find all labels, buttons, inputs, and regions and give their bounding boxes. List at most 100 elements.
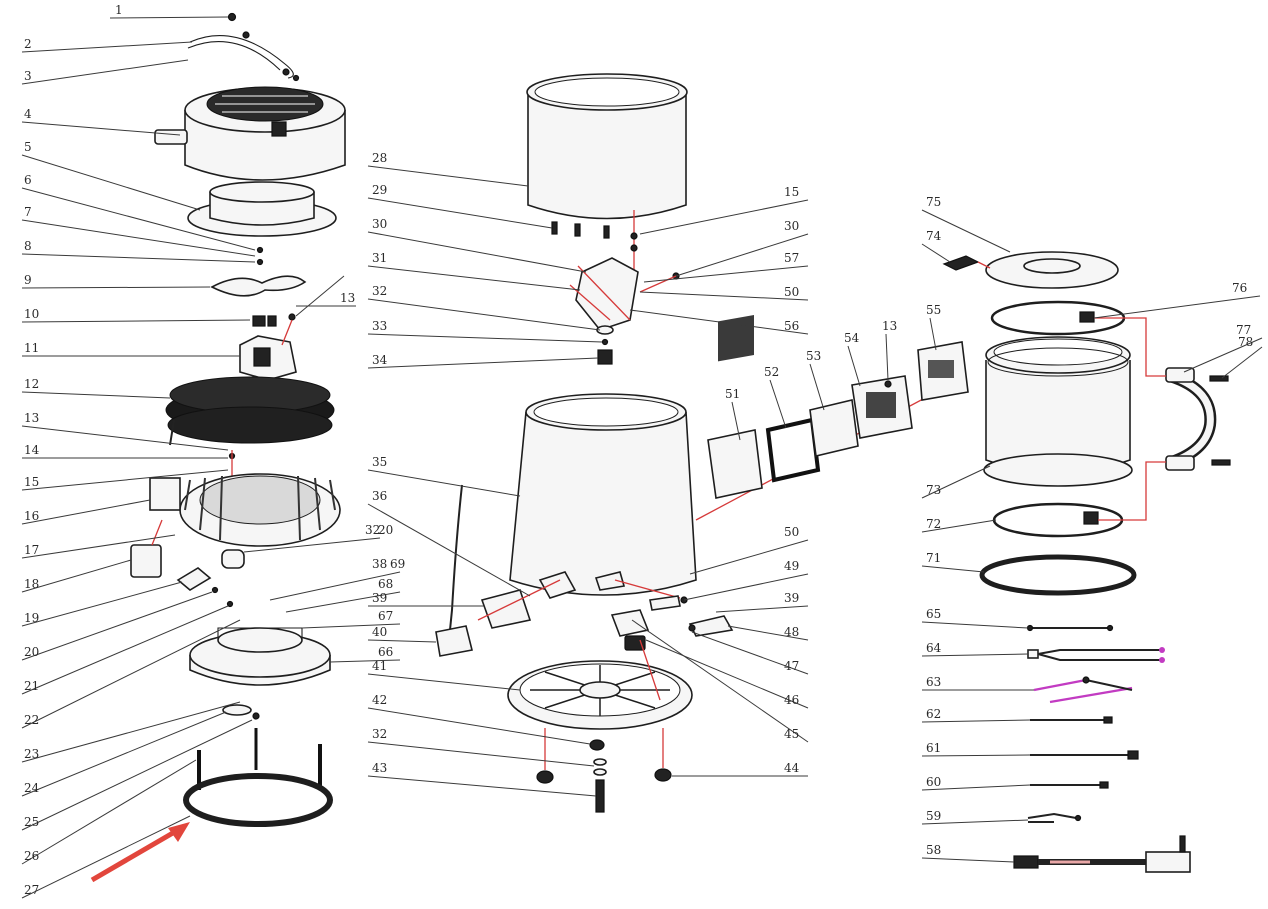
callout-21: 21 (24, 679, 39, 693)
center-labels: 28 29 30 31 32 33 34 35 36 39 40 41 42 3… (367, 151, 603, 797)
part-label-print (928, 360, 954, 378)
part-panel-gasket (765, 417, 821, 483)
callout-22: 22 (24, 713, 39, 727)
callout-7: 7 (24, 205, 32, 219)
callout-30b: 30 (784, 219, 799, 233)
part-terminal (1082, 676, 1090, 684)
part-terminal (1127, 750, 1139, 760)
callout-3: 3 (24, 69, 32, 83)
part-wire-63c (1085, 679, 1133, 691)
left-labels: 1 2 3 4 5 6 7 8 9 10 11 12 13 14 15 16 1… (21, 3, 256, 899)
callout-20b: 20 (378, 523, 393, 537)
part-control-box (149, 477, 181, 511)
callout-40: 40 (372, 625, 387, 639)
part-terminal (1074, 814, 1082, 822)
callout-41: 41 (372, 659, 387, 673)
part-bracket (688, 615, 734, 637)
callout-35: 35 (372, 455, 387, 469)
callout-44: 44 (784, 761, 800, 775)
callout-5: 5 (24, 140, 32, 154)
callout-23: 23 (24, 747, 39, 761)
part-cable (449, 484, 463, 631)
part-foot (589, 739, 605, 751)
part-washer (593, 758, 607, 766)
center-assembly (435, 73, 941, 813)
callout-13c: 13 (882, 319, 897, 333)
callout-29: 29 (372, 183, 387, 197)
callout-46: 46 (784, 693, 799, 707)
part-motor-nut (252, 315, 266, 327)
callout-66: 66 (378, 645, 393, 659)
part-fan-blade (210, 275, 307, 297)
display-assembly (707, 315, 969, 499)
callout-48: 48 (784, 625, 799, 639)
part-display-board (809, 399, 859, 457)
part-coil-lead (169, 419, 175, 446)
part-wire-64b (1037, 649, 1160, 655)
leader-red (569, 284, 611, 321)
callout-72: 72 (926, 517, 941, 531)
part-bracket (176, 567, 212, 591)
callout-50b: 50 (784, 525, 799, 539)
highlight-arrow-head (168, 822, 190, 842)
part-inner-pot-opening (534, 77, 680, 107)
part-bushing (221, 549, 245, 569)
callout-25: 25 (24, 815, 39, 829)
callout-43: 43 (372, 761, 387, 775)
callout-36: 36 (372, 489, 387, 503)
callout-39: 39 (372, 591, 387, 605)
part-heating-coil-bottom (167, 406, 333, 444)
callout-13: 13 (24, 411, 39, 425)
callout-71: 71 (926, 551, 941, 565)
callout-55: 55 (926, 303, 941, 317)
part-power-plug-left (1013, 855, 1039, 869)
callout-20: 20 (24, 645, 39, 659)
part-washer (593, 768, 607, 776)
callout-54: 54 (844, 331, 860, 345)
leader-red (281, 319, 293, 346)
callout-68: 68 (378, 577, 393, 591)
part-terminal (1099, 781, 1109, 789)
part-screw (884, 380, 892, 388)
part-wire-64 (1037, 653, 1160, 661)
callout-59: 59 (926, 809, 941, 823)
part-grille-lines (215, 95, 315, 113)
leader-red (577, 265, 631, 321)
leader-red (614, 579, 681, 599)
part-handle-wire-inner (187, 41, 281, 71)
part-clip-plate (649, 595, 681, 611)
callout-17: 17 (24, 543, 39, 557)
callout-56: 56 (784, 319, 799, 333)
leader-red (1098, 461, 1166, 521)
callout-51: 51 (725, 387, 740, 401)
callout-69: 69 (390, 557, 405, 571)
part-motor-nut (267, 315, 277, 327)
callout-30: 30 (372, 217, 387, 231)
callout-78: 78 (1238, 335, 1253, 349)
part-motor-body (253, 347, 271, 367)
right-assembly (942, 251, 1231, 873)
callout-60: 60 (926, 775, 941, 789)
callout-74: 74 (926, 229, 942, 243)
part-base-hub (217, 627, 303, 653)
wiring-harnesses (1013, 624, 1191, 873)
part-screw (630, 232, 638, 240)
left-assembly (90, 12, 346, 883)
callout-38: 38 (372, 557, 387, 571)
callout-65: 65 (926, 607, 941, 621)
callout-34: 34 (372, 353, 388, 367)
callout-18: 18 (24, 577, 39, 591)
callout-32: 32 (372, 284, 387, 298)
callout-62: 62 (926, 707, 941, 721)
leader-red (977, 261, 991, 269)
callout-58: 58 (926, 843, 941, 857)
part-terminal (1159, 647, 1165, 653)
part-lid-latch (942, 255, 980, 271)
mid-left-labels: 13 13 32 20 38 69 68 67 66 (243, 275, 405, 663)
callout-31: 31 (372, 251, 387, 265)
leader-red (477, 579, 561, 621)
part-handle-mount (1165, 367, 1195, 383)
part-screw (688, 624, 696, 632)
callout-6: 6 (24, 173, 32, 187)
